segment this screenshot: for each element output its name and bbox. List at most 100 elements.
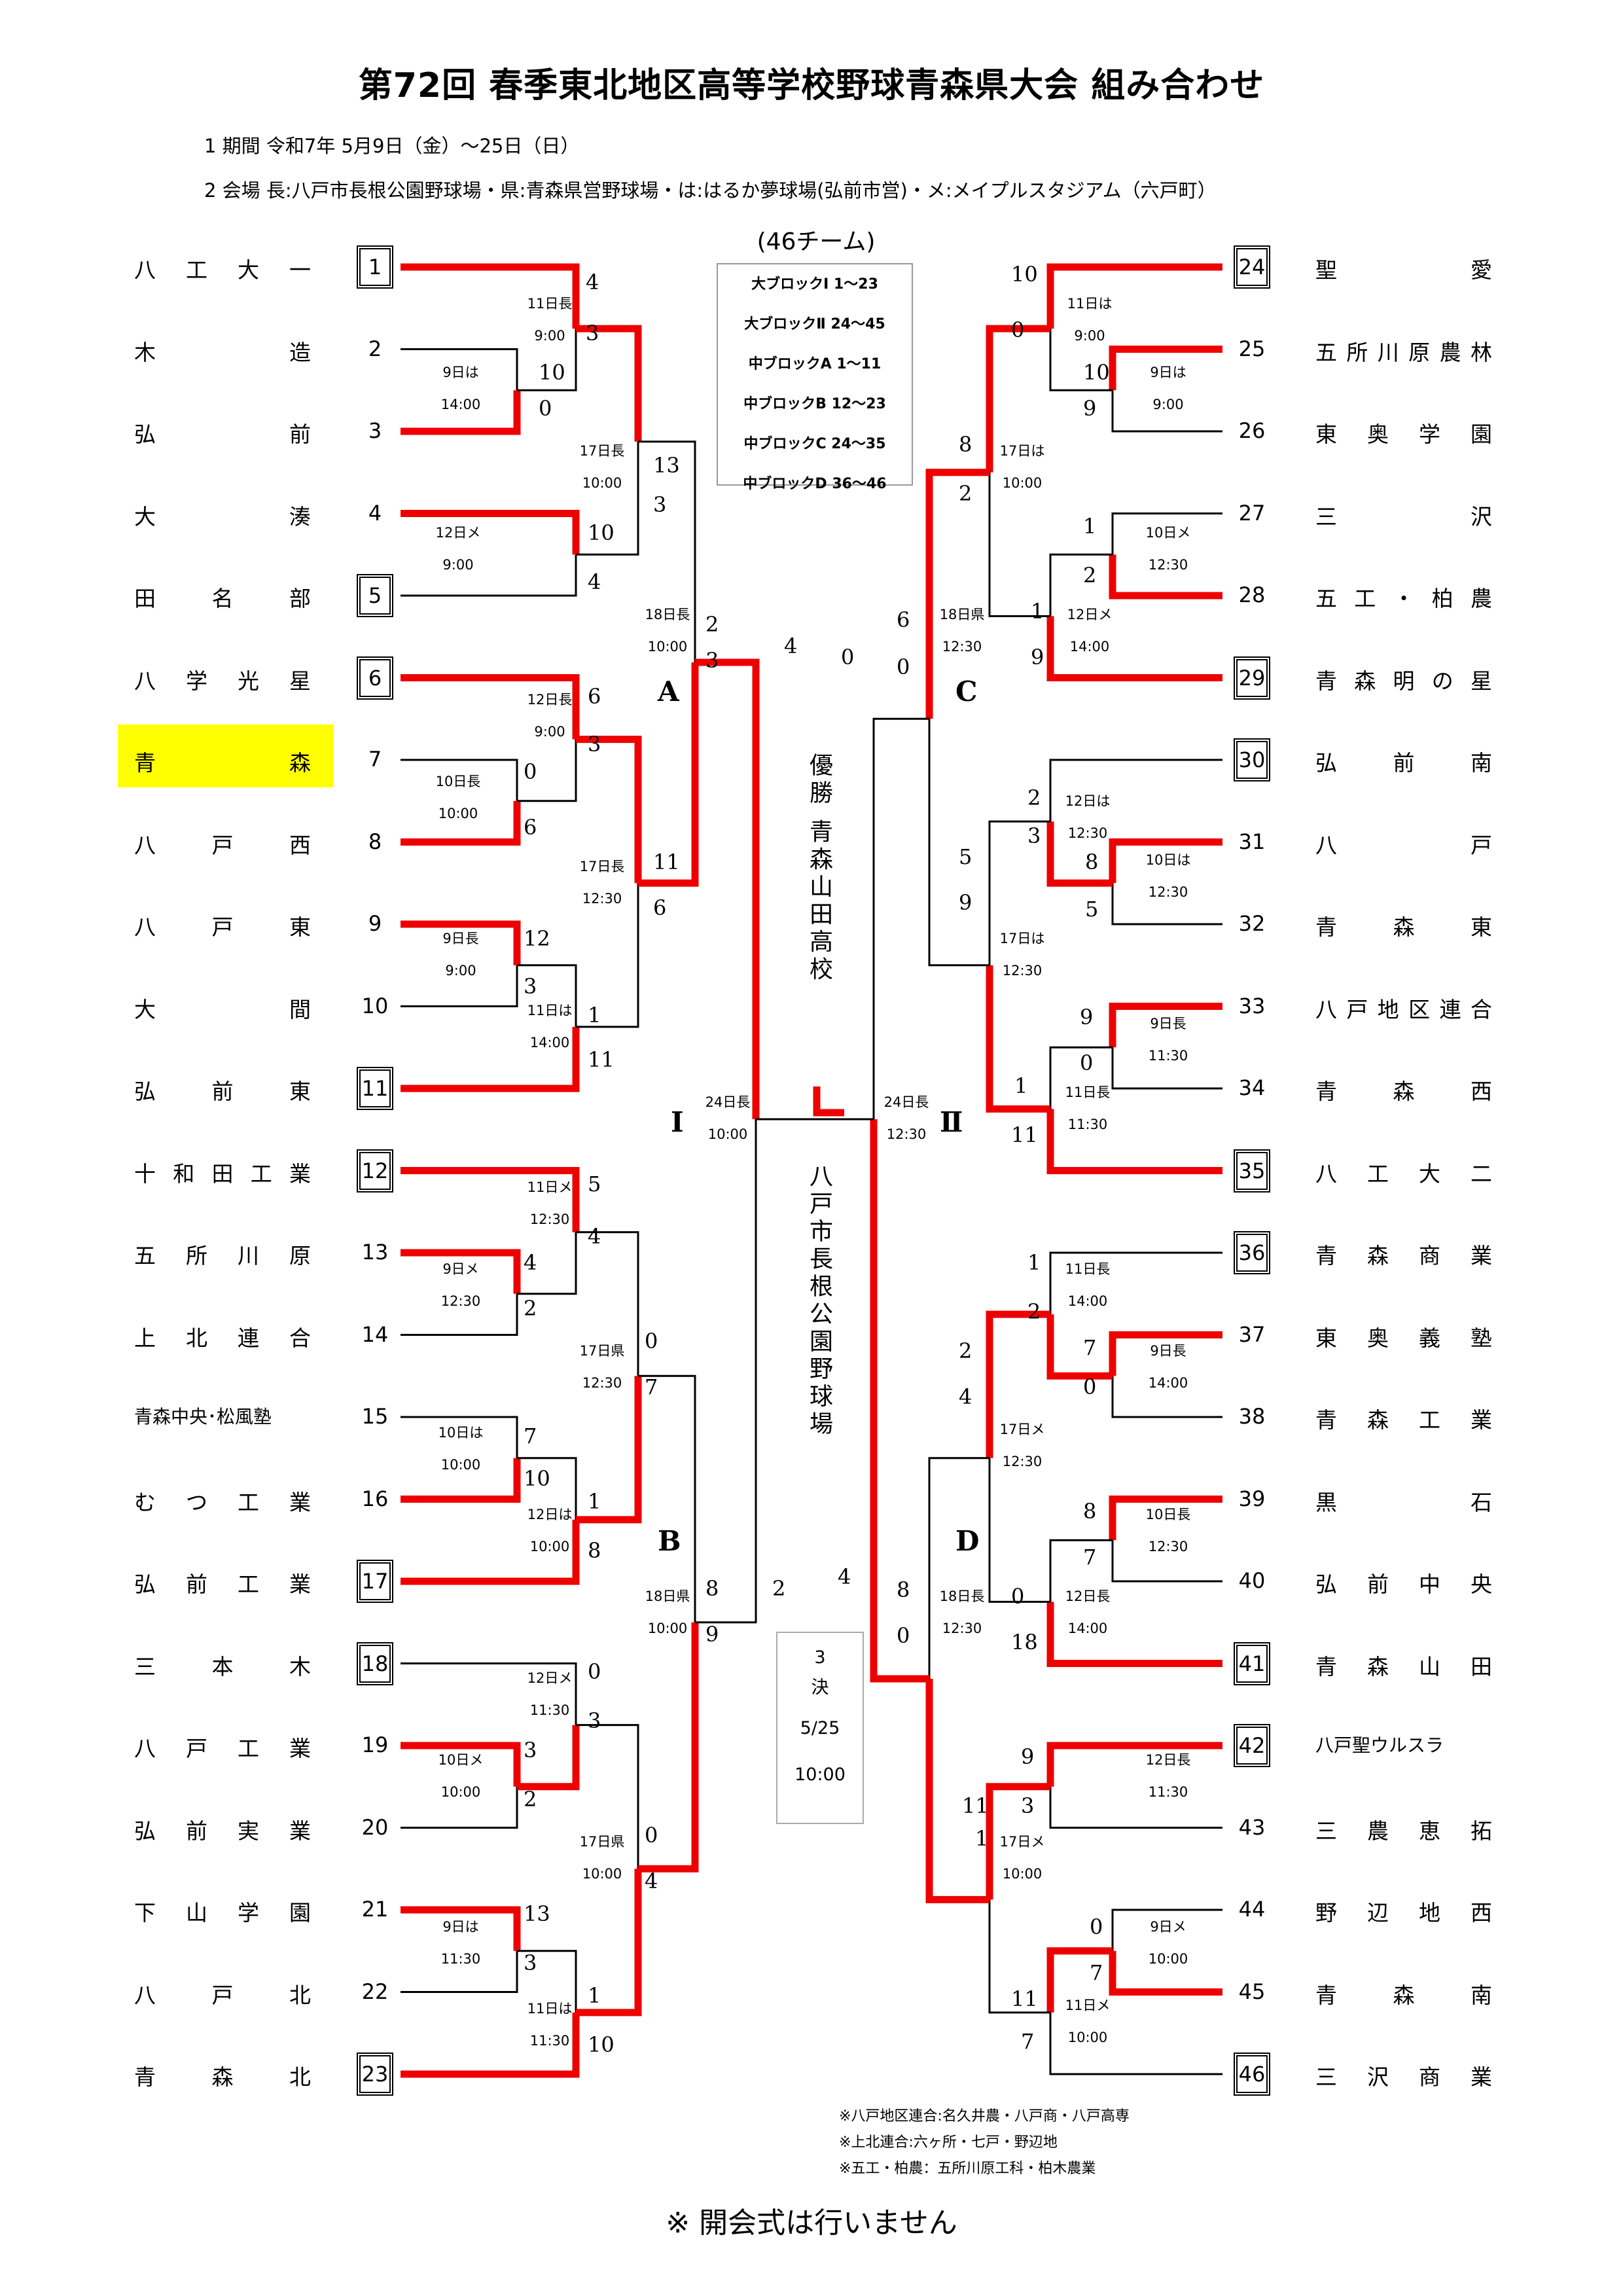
team-number: 21 [361,1897,389,1922]
team-name: 八戸聖ウルスラ [1315,1734,1444,1756]
winner-path [1046,616,1222,681]
game-score: 2 [524,1787,537,1812]
game-score: 9 [1021,1744,1035,1769]
schedule-time: 12:30 [582,891,622,906]
team-number: 16 [361,1486,389,1511]
game-score: 18 [1011,1630,1038,1655]
team-number: 7 [368,747,382,772]
game-score: 3 [705,648,719,673]
team-name: 八工大二 [1315,1160,1492,1187]
schedule-date: 9日長 [442,931,479,946]
team-name: 弘前東 [134,1079,311,1104]
bracket-line [1049,329,1113,391]
schedule-time: 11:30 [1148,1048,1188,1064]
schedule-time: 10:00 [438,806,478,821]
game-score: 9 [705,1622,719,1647]
game-score: 1 [588,1003,601,1028]
game-score: 1 [1083,514,1097,539]
winner-path [401,1167,580,1232]
schedule-time: 9:00 [534,724,565,740]
winner-path [1046,821,1113,887]
bracket-line [988,472,1050,617]
game-score: 4 [959,1384,972,1409]
schedule-date: 18日長 [645,607,690,622]
schedule-time: 10:00 [440,1784,481,1800]
schedule-time: 10:00 [647,639,688,655]
schedule-date: 18日県 [645,1588,690,1604]
team-number: 30 [1234,738,1270,781]
schedule-time: 10:00 [582,1866,622,1882]
winner-path [1109,1496,1222,1541]
team-name: 八戸北 [134,1982,311,2008]
game-score: 3 [653,492,667,517]
winner-path [813,1086,844,1117]
schedule-date: 17日長 [579,859,625,874]
schedule-time: 12:30 [1148,1539,1188,1554]
game-score: 8 [959,432,972,457]
note-3: ※五工・柏農：五所川原工科・柏木農業 [839,2161,1096,2177]
team-name: 青森中央･松風塾 [134,1406,272,1427]
game-score: 8 [588,1538,601,1563]
bracket-line [401,1950,518,1993]
game-score: 7 [1083,1545,1097,1570]
schedule-date: 12日長 [1145,1752,1191,1768]
team-name: 下山学園 [134,1900,311,1926]
team-name: 大湊 [134,503,311,529]
game-score: 1 [588,1983,601,2008]
team-name: 五所川原農林 [1315,339,1492,365]
game-score: 3 [524,1950,537,1975]
team-number: 43 [1238,1814,1266,1840]
game-score: 8 [705,1576,719,1601]
schedule-date: 12日は [1065,793,1111,809]
team-number: 42 [1234,1724,1270,1767]
team-name: 青森山田 [1315,1653,1492,1679]
schedule-date: 12日長 [527,692,573,708]
team-number: 46 [1234,2053,1270,2096]
game-score: 5 [588,1172,601,1196]
team-name: 青森 [134,750,311,776]
game-schedule: 18日県 10:00 [635,1581,700,1645]
schedule-time: 9:00 [445,963,476,978]
winner-path [401,390,521,435]
bracket-line [638,1374,696,1623]
bracket-line [401,348,518,391]
team-name: 三農恵拓 [1315,1818,1492,1844]
winner-path [401,510,580,555]
game-score: 0 [524,759,537,784]
block-label-b: B [658,1525,681,1557]
game-score: 11 [653,850,680,874]
winner-path [576,1869,642,2017]
bracket-line [1111,1909,1222,1951]
winner-path [401,1906,521,1951]
schedule-date: 11日長 [527,296,573,312]
schedule-time: 12:30 [1002,963,1043,978]
bracket-line [1049,1046,1113,1109]
schedule-date: 17日県 [579,1834,625,1850]
team-name: 八戸地区連合 [1315,996,1492,1022]
team-name: 弘前工業 [134,1571,311,1597]
game-score: 0 [588,1659,601,1684]
team-name: むつ工業 [134,1489,311,1515]
winner-path [986,965,1050,1113]
schedule-time: 9:00 [1074,328,1105,344]
schedule-time: 9:00 [1152,397,1184,412]
team-name: 野辺地西 [1315,1900,1492,1926]
schedule-time: 12:30 [886,1126,927,1142]
schedule-time: 12:30 [1148,557,1188,573]
game-score: 11 [588,1047,615,1072]
schedule-time: 10:00 [647,1621,688,1636]
team-name: 八戸 [1315,832,1492,858]
legend-row: 中ブロックC 24～35 [743,436,886,452]
bracket-line [1049,1539,1113,1602]
venue-info: 2 会場 長:八戸市長根公園野球場・県:青森県営野球場・は:はるか夢球場(弘前市… [204,179,1217,202]
bracket-line [401,1786,518,1829]
team-name: 弘前 [134,422,311,447]
